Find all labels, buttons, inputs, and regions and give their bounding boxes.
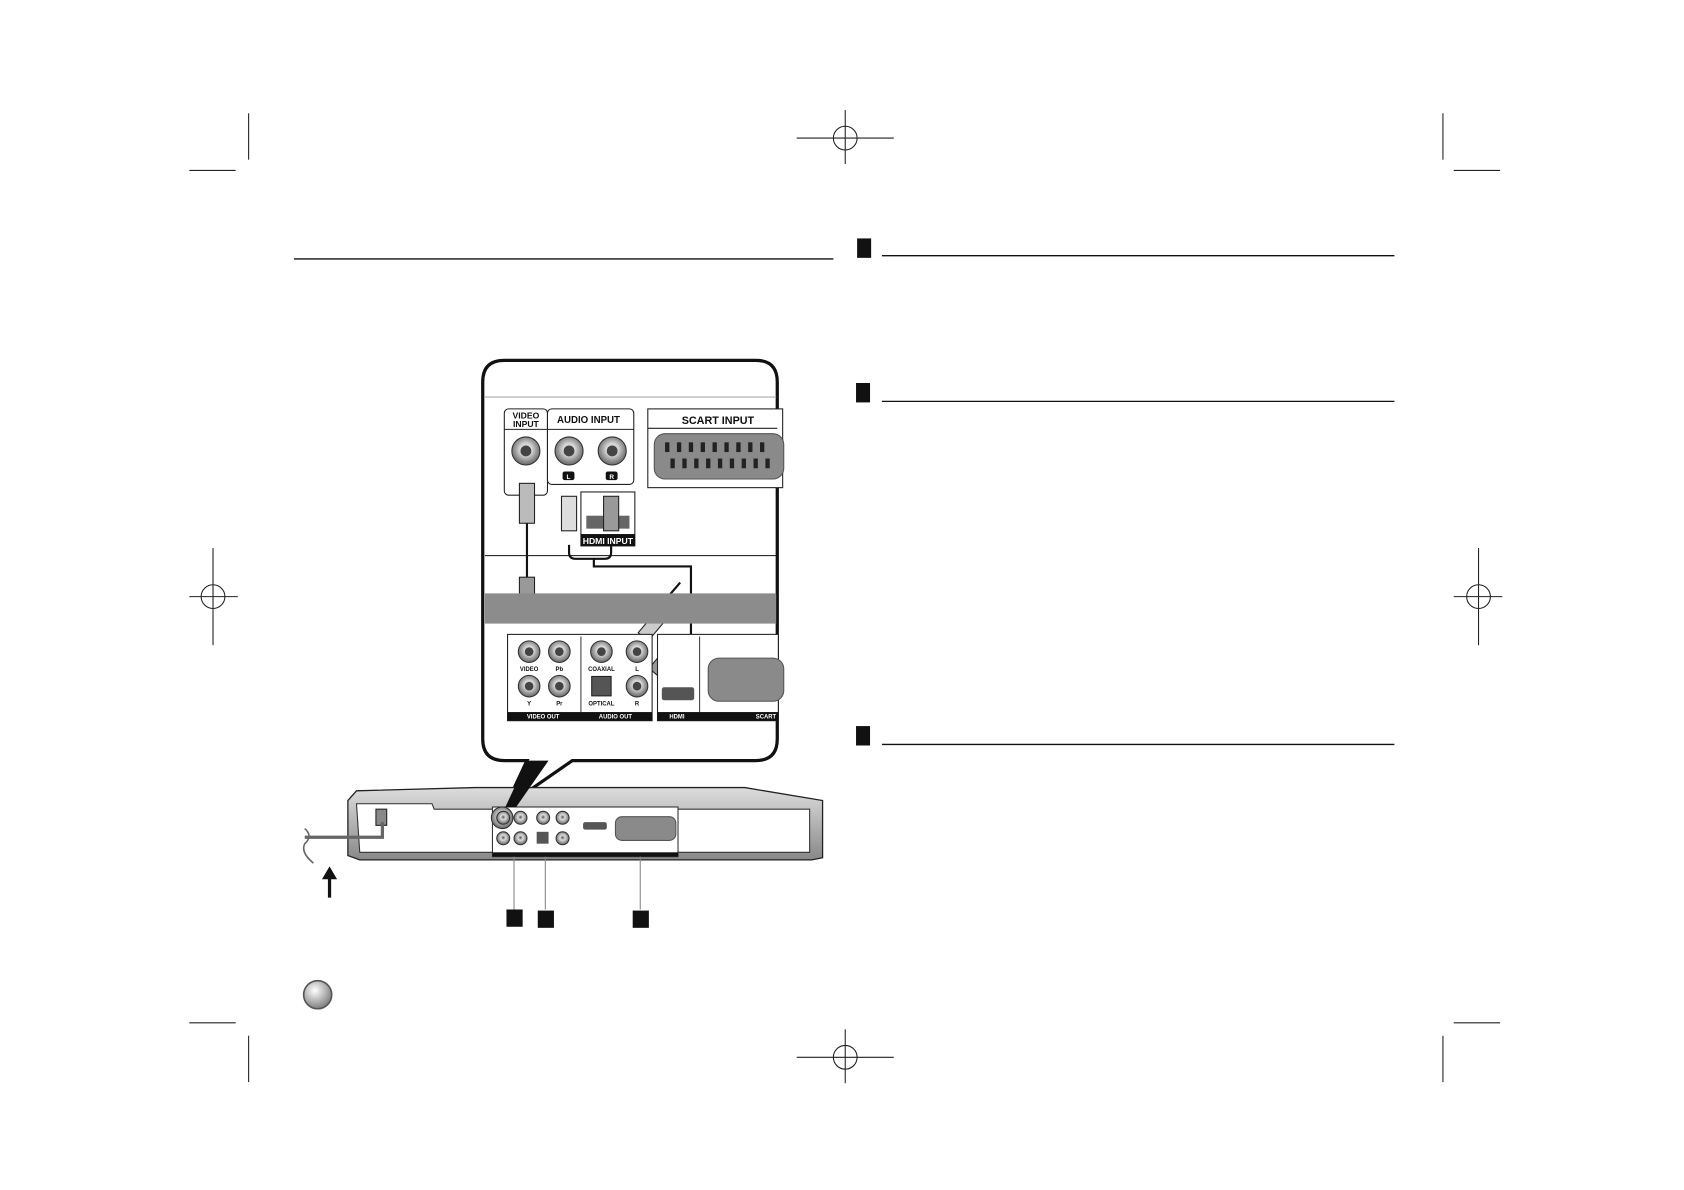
svg-text:R: R [609,474,614,481]
svg-text:COAXIAL: COAXIAL [588,667,615,673]
section-marker [856,726,871,746]
tv-video-input: VIDEO INPUT [503,408,549,496]
tv-audio-input: AUDIO INPUT L R [546,408,635,485]
svg-text:AUDIO INPUT: AUDIO INPUT [557,415,620,426]
connection-callout: VIDEO INPUT AUDIO INPUT L R SCART INPUT [481,358,785,812]
section-heading-3 [856,726,1395,746]
svg-text:Y: Y [527,702,531,708]
svg-text:OPTICAL: OPTICAL [588,702,614,708]
section-heading-2 [856,383,1395,403]
svg-text:R: R [635,702,640,708]
section-marker [856,383,871,403]
leader-lines [513,856,641,910]
power-arrow-icon [321,866,338,898]
svg-text:L: L [567,474,571,481]
section-heading-1 [857,238,1395,258]
dvd-player-rear [302,760,824,864]
page-number-badge [302,979,333,1010]
svg-text:VIDEO: VIDEO [512,411,539,421]
callout-marker [632,910,649,928]
crop-marks [189,113,1501,1083]
svg-text:VIDEO OUT: VIDEO OUT [527,715,560,721]
player-panel-zoom: VIDEO Pb Y Pr COAXIAL OPTICAL L R VIDEO … [507,633,785,722]
tv-scart-input: SCART INPUT [647,408,785,489]
section-marker [857,238,872,258]
svg-text:HDMI INPUT: HDMI INPUT [583,536,634,546]
video-input-jack [511,436,541,466]
svg-text:INPUT: INPUT [513,419,540,429]
audio-r-jack [597,436,627,466]
svg-text:AUDIO OUT: AUDIO OUT [599,715,633,721]
svg-text:L: L [635,667,639,673]
callout-marker [537,910,554,928]
svg-text:Pb: Pb [556,667,564,673]
audio-l-jack [554,436,584,466]
callout-marker [506,909,523,927]
svg-text:SCART INPUT: SCART INPUT [682,415,755,427]
registration-marks [189,110,1503,1084]
svg-text:SCART: SCART [756,715,777,721]
svg-text:Pr: Pr [556,702,563,708]
svg-text:VIDEO: VIDEO [520,667,539,673]
svg-text:HDMI: HDMI [669,715,684,721]
